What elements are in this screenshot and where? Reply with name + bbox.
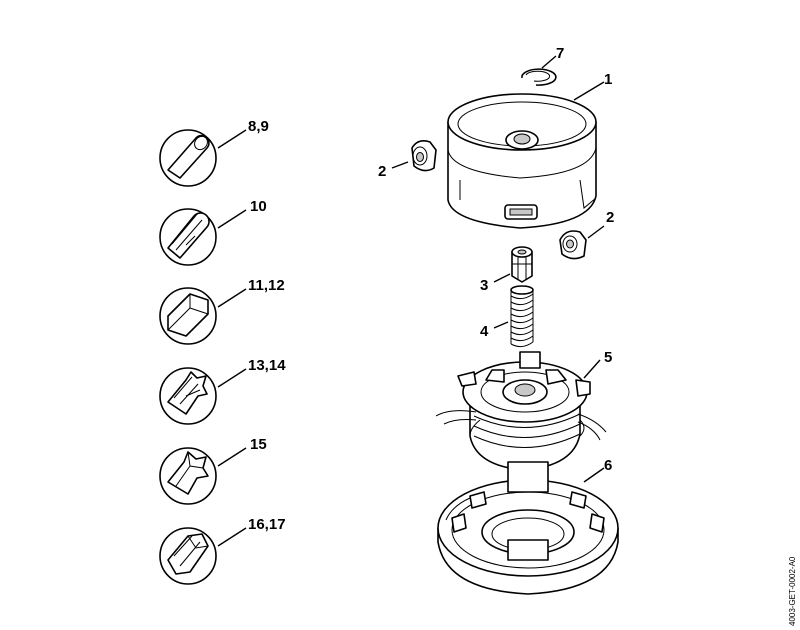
line-type-square: 11,12	[159, 277, 285, 345]
callout-7: 7	[556, 45, 564, 62]
square-twisted-line-icon	[159, 527, 217, 585]
drawing-code: 4003-GET-0002-A0	[788, 556, 797, 626]
callout-4: 4	[480, 323, 489, 340]
line-type-star: 15	[159, 436, 267, 505]
part-7-snap-ring: 7	[521, 45, 564, 86]
callout-6: 6	[604, 457, 612, 474]
callout-2-right: 2	[606, 209, 614, 226]
part-2-eyelet-left: 2	[378, 140, 437, 180]
part-4-spring: 4	[480, 285, 534, 348]
star-line-icon	[159, 447, 217, 505]
callout-2-left: 2	[378, 163, 386, 180]
line-type-label-16-17: 16,17	[248, 516, 286, 533]
line-type-round: 8,9	[159, 118, 269, 187]
line-type-twisted-round: 10	[159, 198, 267, 266]
callout-3: 3	[480, 277, 488, 294]
line-type-label-13-14: 13,14	[248, 357, 286, 374]
star-twisted-line-icon	[159, 367, 217, 425]
line-type-label-11-12: 11,12	[248, 277, 285, 294]
callout-1: 1	[604, 71, 612, 88]
part-2-eyelet-right: 2	[559, 209, 614, 260]
square-line-icon	[159, 287, 217, 345]
round-line-icon	[159, 129, 217, 187]
callout-5: 5	[604, 349, 612, 366]
line-type-label-15: 15	[250, 436, 267, 453]
twisted-round-line-icon	[159, 208, 217, 266]
line-type-label-10: 10	[250, 198, 267, 215]
part-6-base: 6	[437, 457, 619, 595]
part-5-spool: 5	[435, 349, 612, 471]
line-type-square-twisted: 16,17	[159, 516, 286, 585]
line-type-label-8-9: 8,9	[248, 118, 269, 135]
part-3-nut: 3	[480, 246, 533, 294]
part-1-housing: 1	[447, 71, 612, 229]
line-type-star-twisted: 13,14	[159, 357, 286, 425]
